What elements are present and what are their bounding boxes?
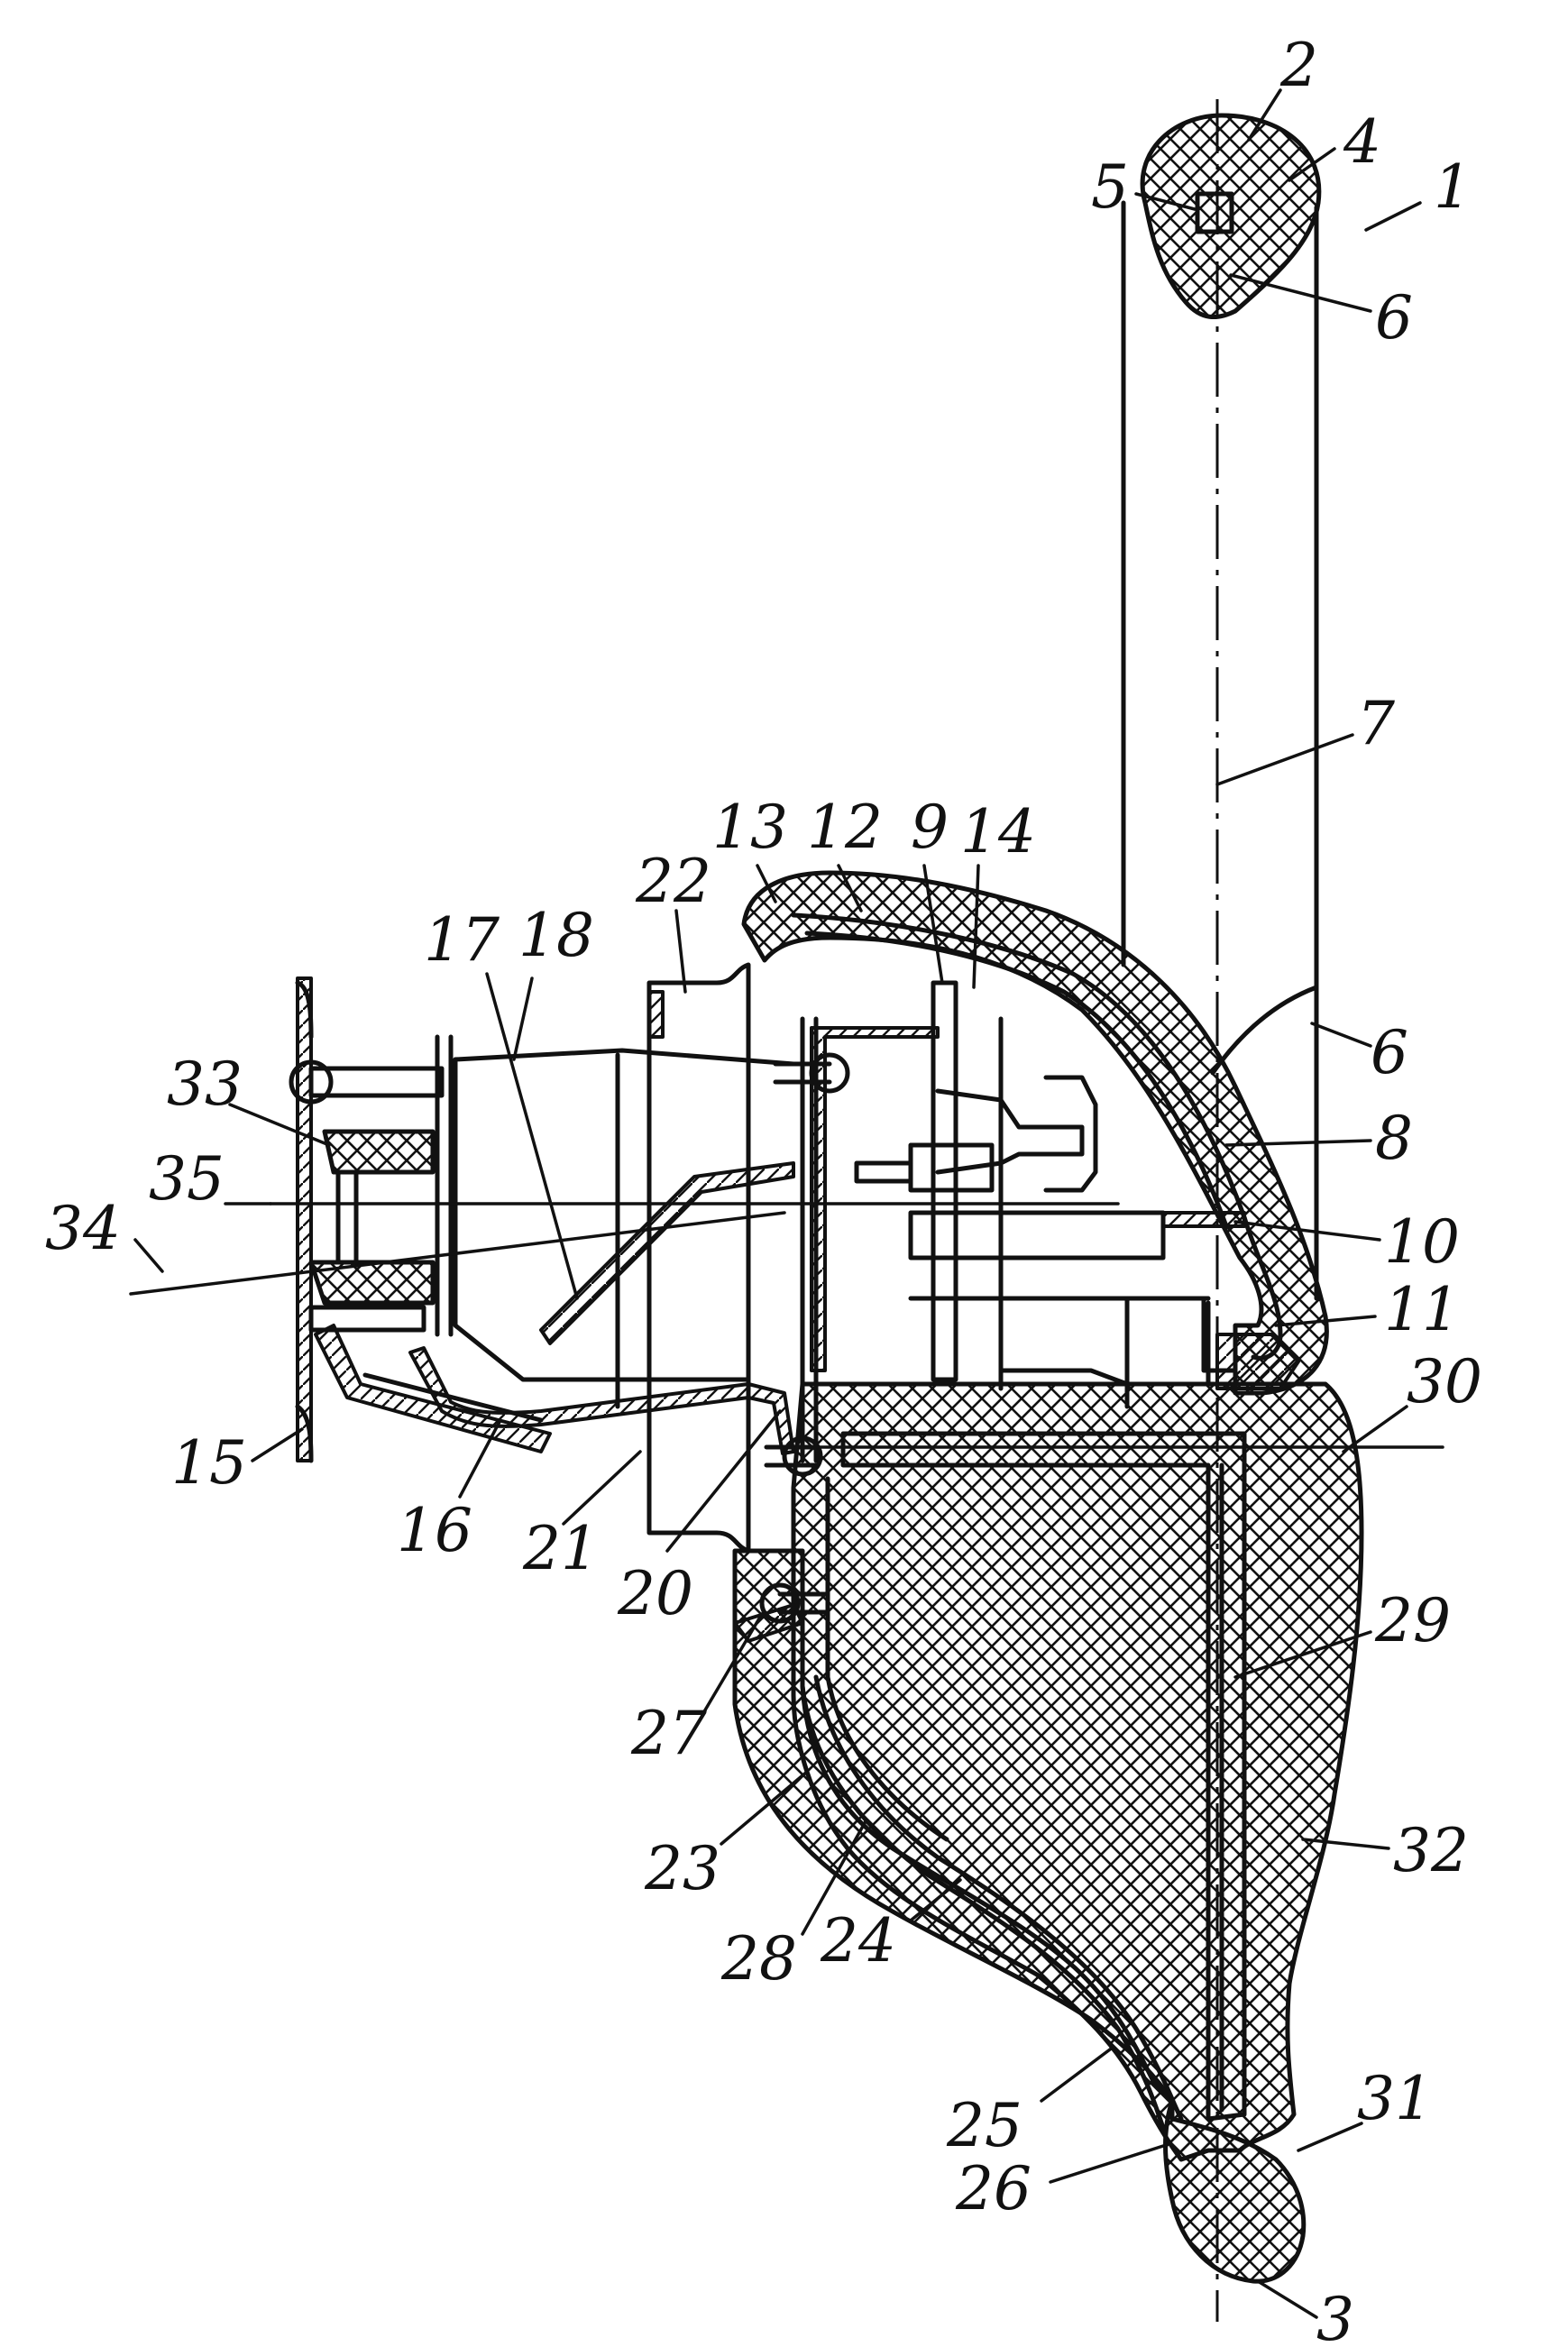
label-8: 8 [1375,1104,1413,1173]
label-30: 30 [1407,1347,1482,1416]
plate-15 [298,978,311,1461]
label-35: 35 [149,1144,225,1214]
hub-flange-22-wall [649,992,663,1037]
leader-21 [564,1452,640,1524]
label-6a: 6 [1375,283,1413,353]
label-10: 10 [1384,1207,1460,1277]
label-32: 32 [1393,1816,1469,1885]
bushing-33-top [325,1132,433,1172]
mount-bracket-9 [812,1028,938,1371]
lower-spoke-padding [735,1384,1362,2281]
padding-body-32 [793,1384,1362,2159]
spring-housing [938,1091,1082,1172]
label-2: 2 [1279,31,1318,100]
leader-33 [230,1105,329,1145]
tube-18-top [455,1050,793,1064]
contact-10 [1163,1213,1244,1226]
label-29: 29 [1374,1586,1451,1655]
leader-3 [1258,2281,1316,2317]
label-28: 28 [720,1924,797,1994]
label-16: 16 [397,1496,472,1565]
leader-17 [487,974,577,1298]
label-3: 3 [1316,2285,1354,2347]
label-23: 23 [644,1834,720,1903]
label-26: 26 [955,2154,1032,2223]
label-21: 21 [522,1514,599,1583]
label-27: 27 [630,1699,707,1768]
label-4: 4 [1343,107,1381,177]
label-11: 11 [1384,1275,1460,1344]
label-17: 17 [424,905,500,975]
label-33: 33 [167,1050,243,1119]
leader-7 [1217,735,1353,784]
leader-18 [514,978,532,1059]
horn-contact-pin [857,1163,911,1181]
hub-cover-shell [744,873,1326,1393]
plate-14 [933,983,956,1380]
label-24: 24 [820,1906,896,1976]
label-34: 34 [45,1194,121,1263]
leader-15 [252,1429,302,1461]
leader-22 [676,911,685,992]
shaft-10 [911,1213,1163,1258]
label-15: 15 [171,1428,247,1498]
tube-17 [541,1163,793,1343]
leader-1 [1366,203,1420,230]
label-1: 1 [1434,152,1472,222]
label-9: 9 [911,793,949,862]
spoke-root-curve [1213,987,1316,1073]
label-14: 14 [960,797,1036,866]
steering-column [316,1050,793,1453]
leader-34 [135,1240,162,1271]
tube-18-body [455,1059,748,1380]
leader-25 [1041,2047,1114,2101]
label-6b: 6 [1371,1018,1408,1087]
label-13: 13 [712,793,788,862]
leader-14 [974,866,978,987]
label-20: 20 [617,1559,693,1628]
lower-housing [1001,1303,1208,1384]
label-31: 31 [1357,2064,1433,2133]
leader-31 [1298,2123,1362,2150]
bushing-33-bore [338,1172,356,1262]
label-5: 5 [1091,152,1129,222]
label-12: 12 [807,793,883,862]
leader-6b [1312,1023,1371,1046]
leader-20 [667,1411,780,1551]
wheel-rim-top [1142,115,1319,317]
label-18: 18 [518,901,594,970]
label-25: 25 [946,2091,1022,2160]
leader-26 [1050,2146,1163,2182]
label-7: 7 [1357,689,1395,758]
spring-housing-2 [1046,1077,1096,1190]
hub-cover [744,873,1326,1393]
label-22: 22 [635,847,711,916]
